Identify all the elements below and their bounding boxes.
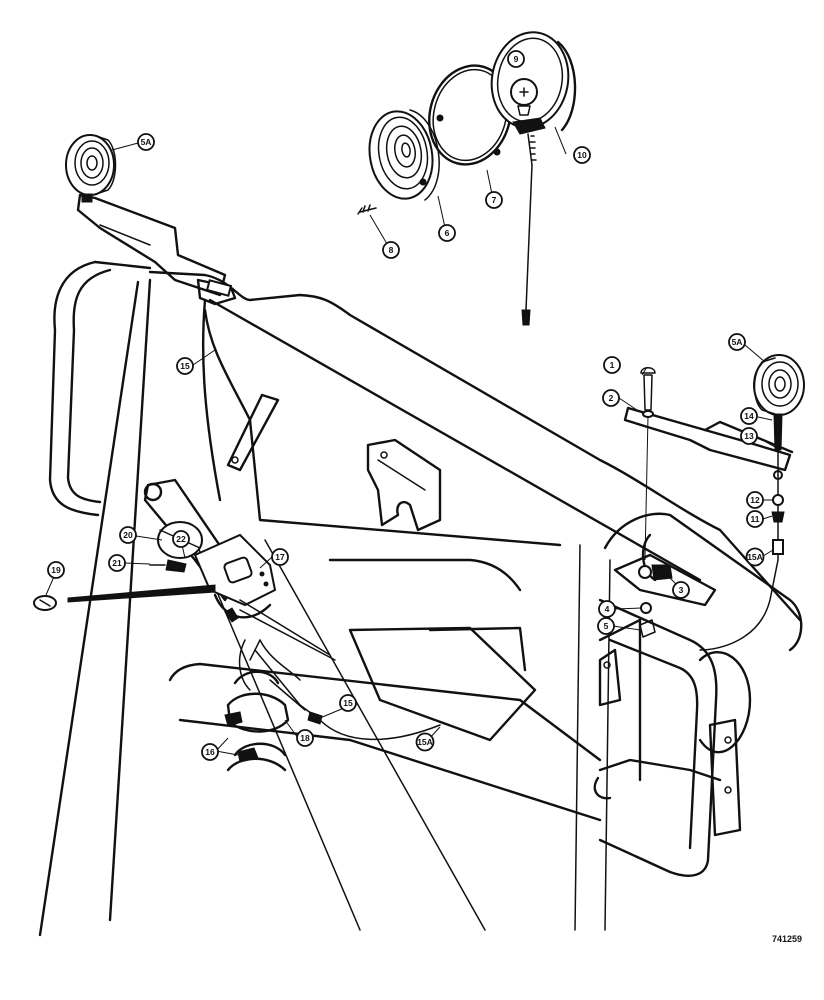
callout-2: 2 [602, 389, 620, 407]
callout-15-top: 15 [176, 357, 194, 375]
right-lamp-assembly [699, 354, 805, 651]
callout-22: 22 [172, 530, 190, 548]
callout-8: 88 [382, 241, 400, 259]
svg-text:15A: 15A [747, 552, 763, 562]
callout-5a-right: 5A [728, 333, 746, 351]
svg-text:19: 19 [51, 565, 61, 575]
svg-text:16: 16 [205, 747, 215, 757]
callout-7: 7 [485, 191, 503, 209]
svg-text:22: 22 [176, 534, 186, 544]
svg-text:12: 12 [750, 495, 760, 505]
callout-15a-bottom: 15A [415, 732, 435, 752]
callout-21: 21 [108, 554, 126, 572]
callout-12: 12 [746, 491, 764, 509]
callout-19: 19 [47, 561, 65, 579]
callout-20: 20 [119, 526, 137, 544]
svg-text:10: 10 [577, 150, 587, 160]
roll-bar-frame [38, 260, 718, 937]
svg-text:3: 3 [679, 585, 684, 595]
mounting-plate-assembly [613, 367, 794, 638]
switch-harness [33, 478, 441, 772]
callout-18: 18 [296, 729, 314, 747]
callout-1: 1 [603, 356, 621, 374]
svg-text:21: 21 [112, 558, 122, 568]
svg-text:5A: 5A [732, 337, 743, 347]
svg-text:5: 5 [604, 621, 609, 631]
right-housing [593, 512, 803, 837]
svg-text:7: 7 [492, 195, 497, 205]
svg-text:20: 20 [123, 530, 133, 540]
callout-9: 9 [507, 50, 525, 68]
svg-text:11: 11 [751, 514, 760, 524]
callout-15-bottom: 15 [339, 694, 357, 712]
svg-text:1: 1 [610, 360, 615, 370]
callout-11: 11 [746, 510, 764, 528]
svg-text:5A: 5A [141, 137, 152, 147]
svg-text:15: 15 [180, 361, 190, 371]
callout-6: 6 [438, 224, 456, 242]
callout-4: 4 [598, 600, 616, 618]
svg-text:17: 17 [275, 552, 285, 562]
svg-text:18: 18 [300, 733, 310, 743]
callout-3: 3 [672, 581, 690, 599]
callout-13: 13 [740, 427, 758, 445]
svg-text:8: 8 [389, 245, 394, 255]
drawing-number: 741259 [772, 934, 802, 944]
svg-text:2: 2 [609, 393, 614, 403]
callout-17: 17 [271, 548, 289, 566]
exploded-lamp [357, 31, 577, 326]
svg-text:9: 9 [514, 54, 519, 64]
left-lamp-assembly [65, 134, 233, 297]
callout-14: 14 [740, 407, 758, 425]
svg-text:14: 14 [744, 411, 754, 421]
main-panel [148, 270, 802, 931]
callout-5a-left: 5A [137, 133, 155, 151]
svg-text:15: 15 [343, 698, 353, 708]
svg-text:4: 4 [605, 604, 610, 614]
svg-text:13: 13 [744, 431, 754, 441]
callout-5: 5 [597, 617, 615, 635]
svg-text:6: 6 [445, 228, 450, 238]
callout-10: 10 [573, 146, 591, 164]
callout-15a-right: 15A [745, 547, 765, 567]
svg-text:15A: 15A [417, 737, 433, 747]
callout-16: 1616 [201, 743, 219, 761]
